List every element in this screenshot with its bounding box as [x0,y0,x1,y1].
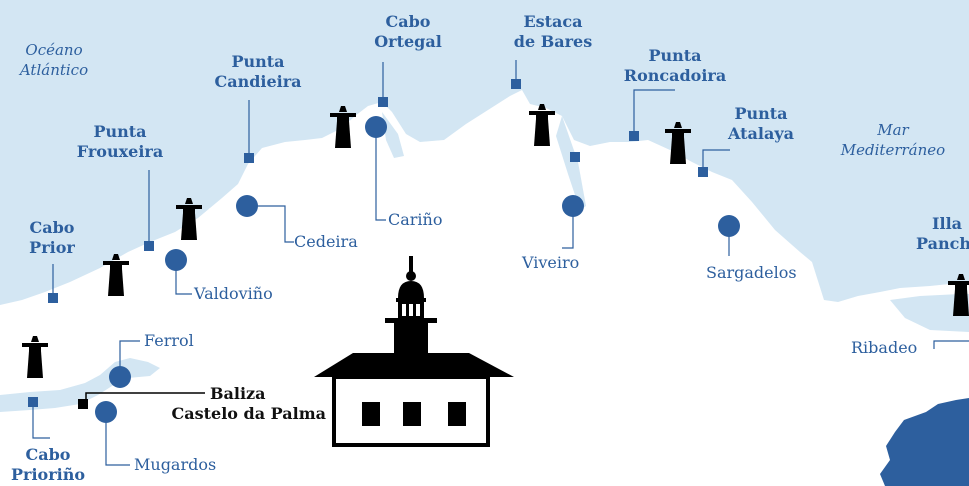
cape-label-punta-candieira: Punta Candieira [214,52,302,91]
circle-marker-icon [109,366,131,388]
square-marker-icon [28,397,38,407]
town-label-ribadeo: Ribadeo [851,338,918,357]
leader-ferrol [119,340,140,377]
circle-marker-icon [236,195,258,217]
town-label-viveiro: Viveiro [522,253,580,272]
cape-label-punta-atalaya: Punta Atalaya [728,104,794,143]
leader-cabo-priorino [32,402,50,439]
cape-label-estaca-de-bares: Estaca de Bares [513,12,593,51]
cape-label-cabo-priorino: Cabo Prioriño [10,445,86,484]
sea-label-atlantic: Océano Atlántico [19,41,89,79]
leader-valdovino [175,260,192,295]
lighthouse-building-icon [314,256,514,447]
leader-viveiro [562,206,574,249]
town-label-carino: Cariño [388,210,443,229]
cape-label-punta-frouxeira: Punta Frouxeira [76,122,164,161]
town-label-ferrol: Ferrol [144,331,194,350]
square-marker-icon [698,167,708,177]
province-shape [880,398,969,486]
circle-marker-icon [562,195,584,217]
cape-label-cabo-ortegal: Cabo Ortegal [374,12,442,51]
square-marker-icon [511,79,521,89]
cape-label-punta-roncadoira: Punta Roncadoira [623,46,727,85]
beacon-label: Baliza Castelo da Palma [171,384,326,423]
ria-carino [382,112,404,158]
square-marker-icon [244,153,254,163]
circle-marker-icon [365,116,387,138]
cape-label-cabo-prior: Cabo Prior [29,218,75,257]
town-label-sargadelos: Sargadelos [706,263,797,282]
square-marker-icon [570,152,580,162]
ria-viveiro [556,116,586,210]
leader-mugardos [105,412,130,466]
square-marker-icon [629,131,639,141]
square-marker-icon [378,97,388,107]
ria-ribadeo [890,294,969,332]
square-marker-icon [48,293,58,303]
town-label-mugardos: Mugardos [134,455,217,474]
beacon-marker-icon [78,399,88,409]
circle-marker-icon [165,249,187,271]
town-label-valdovino: Valdoviño [194,284,273,303]
sea-label-mediterranean: Mar Mediterráneo [840,121,946,159]
leader-cedeira [247,205,294,243]
square-marker-icon [144,241,154,251]
leader-punta-atalaya [702,149,730,172]
circle-marker-icon [95,401,117,423]
leader-ribadeo [933,340,969,349]
town-label-cedeira: Cedeira [294,232,358,251]
cape-label-illa-pancha: Illa Panch [916,214,969,253]
coastline-land [0,90,969,486]
leader-punta-roncadoira [633,89,675,136]
circle-marker-icon [718,215,740,237]
leader-carino [375,127,386,221]
